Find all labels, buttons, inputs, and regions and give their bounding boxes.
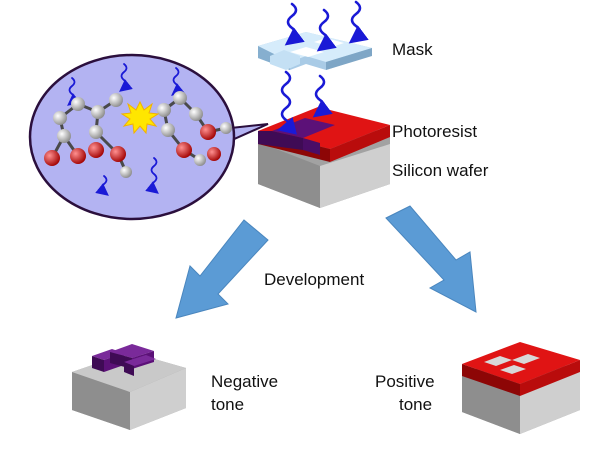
block-arrow-icon-left (175, 219, 269, 319)
silicon-wafer-label: Silicon wafer (392, 161, 489, 180)
starburst-icon (120, 100, 160, 135)
development-arrows (175, 205, 477, 319)
photoresist-label: Photoresist (392, 122, 477, 141)
positive-tone-label-line1: Positive (375, 372, 435, 391)
positive-tone-result (462, 342, 580, 434)
molecular-zoom-bubble (28, 53, 269, 221)
block-arrow-icon-right (385, 205, 477, 313)
uv-ray-1 (284, 2, 305, 46)
uv-ray-4 (277, 70, 298, 135)
uv-light-rays (277, 0, 369, 135)
oxygen-atoms (44, 124, 221, 166)
exposed-wafer (258, 107, 390, 208)
negative-tone-label-line1: Negative (211, 372, 278, 391)
carbon-atoms (53, 91, 232, 178)
negative-tone-label-line2: tone (211, 395, 244, 414)
negative-tone-result (72, 344, 186, 430)
negative-resist-pattern (92, 344, 156, 376)
development-label: Development (264, 270, 364, 289)
positive-pattern-recess (484, 354, 540, 374)
uv-ray-3 (348, 0, 369, 44)
positive-tone-label-line2: tone (399, 395, 432, 414)
mask-label: Mask (392, 40, 433, 59)
uv-ray-2 (316, 8, 337, 52)
uv-ray-5 (312, 74, 333, 118)
photoresist-layer (258, 107, 390, 162)
